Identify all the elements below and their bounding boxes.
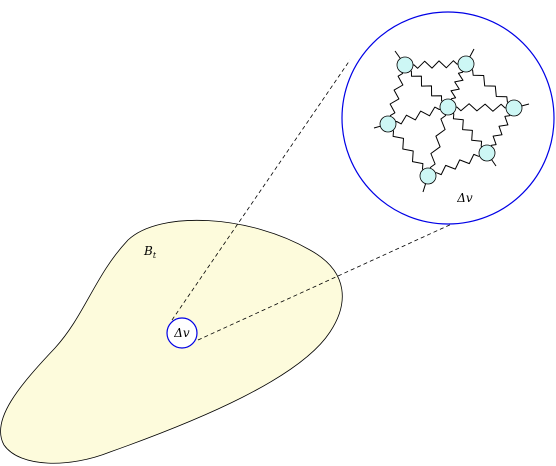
spring-center-top-left <box>404 64 449 108</box>
spring-left-top-left <box>387 64 406 125</box>
body-label-subscript: t <box>153 251 157 260</box>
volume-element-circle <box>166 317 198 349</box>
spring-center-bottom-left <box>427 106 449 177</box>
node-center <box>439 98 457 116</box>
zoom-circle <box>341 11 555 225</box>
spring-network <box>387 60 515 177</box>
spring-bottom-left-left <box>387 123 429 177</box>
spring-right-bottom-right <box>486 107 515 154</box>
node-top-left <box>396 56 414 74</box>
zoom-line-upper <box>171 59 351 321</box>
spring-top-left-top-right <box>404 60 467 69</box>
body-label: Bt <box>143 244 157 260</box>
node-left <box>379 115 397 133</box>
zoom-label: Δv <box>456 191 473 205</box>
spring-center-bottom-right <box>447 106 488 154</box>
body-label-main: B <box>143 244 153 258</box>
volume-element-label: Δv <box>173 326 190 340</box>
node-bottom-right <box>478 144 496 162</box>
node-top-right <box>457 55 475 73</box>
node-right <box>505 99 523 117</box>
spring-top-right-right <box>465 63 515 109</box>
node-bottom-left <box>419 167 437 185</box>
particle-nodes <box>379 55 523 185</box>
spring-bottom-right-bottom-left <box>427 152 488 177</box>
spring-center-top-right <box>447 63 467 108</box>
spring-center-right <box>447 103 515 112</box>
spring-center-left <box>387 106 449 125</box>
zoom-line-lower <box>197 211 479 341</box>
